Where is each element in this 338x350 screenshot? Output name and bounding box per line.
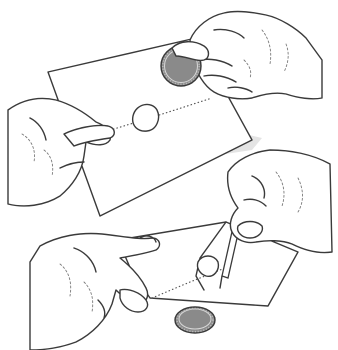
- left-hand-top: [7, 97, 115, 207]
- top-panel: [7, 10, 323, 217]
- paper-bump-bottom: [196, 255, 220, 277]
- thumb-top: [171, 41, 210, 62]
- fold-dotted-line-top: [77, 97, 213, 141]
- bottom-panel: [29, 149, 333, 350]
- paper-bump-top: [131, 103, 160, 132]
- right-hand-bottom: [226, 149, 333, 254]
- left-hand-bottom: [29, 232, 161, 350]
- right-hand-top: [189, 10, 323, 100]
- coin-bottom: [174, 306, 216, 334]
